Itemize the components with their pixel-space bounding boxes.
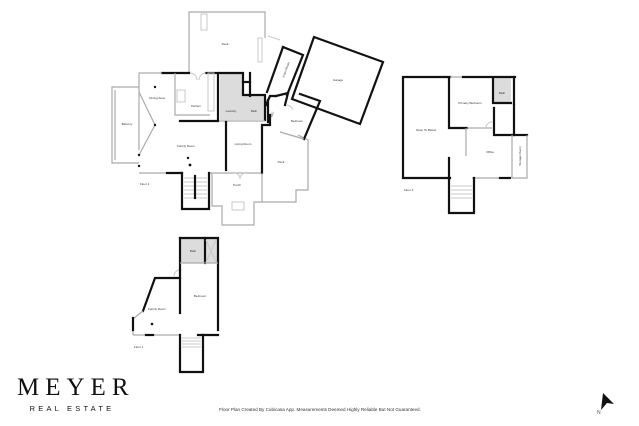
bath-floor xyxy=(242,96,264,120)
disclaimer-text: Floor Plan Created By Cubicasa App. Meas… xyxy=(219,407,421,412)
brand-logo: MEYER REAL ESTATE xyxy=(17,374,135,413)
storage-outline xyxy=(512,135,528,179)
room-label-dining: Dining Area xyxy=(149,96,165,100)
open-wall-outer xyxy=(401,75,452,180)
post xyxy=(153,85,157,89)
room-label-balcony: Balcony xyxy=(122,122,133,126)
bay-window xyxy=(138,91,156,156)
room-label-storage: Storage Room xyxy=(518,146,522,166)
floor-2-plan xyxy=(111,11,385,226)
column xyxy=(188,163,192,167)
room-label-porch: Porch xyxy=(233,183,241,187)
living-wall-right xyxy=(260,113,272,175)
north-label: N xyxy=(597,410,601,416)
post xyxy=(137,164,141,168)
brand-name: MEYER xyxy=(17,374,135,401)
room-label-wic: WIC xyxy=(269,110,275,118)
deck-outline xyxy=(188,11,266,74)
room-label-family: Family Room xyxy=(177,144,195,148)
room-label-office: Office xyxy=(486,150,494,154)
room-label-linen: Linen Room xyxy=(281,61,290,78)
room-label-kitchen: Kitchen xyxy=(191,104,201,108)
kitchen-counter xyxy=(207,72,215,112)
primary-door xyxy=(485,121,493,129)
floor-1-plan xyxy=(131,236,220,374)
bedroom-wall-right xyxy=(298,92,322,141)
floor1-wall-right xyxy=(178,236,220,332)
floor-2-label: Floor 2 xyxy=(140,182,150,186)
room-label-family-1: Family Room xyxy=(148,307,166,311)
room-label-bath-1: Bath xyxy=(190,249,197,253)
stairs1-treads xyxy=(182,337,201,348)
bath1-floor xyxy=(180,238,218,263)
post xyxy=(137,153,141,157)
linen-wall-left xyxy=(265,45,285,94)
brand-subtitle: REAL ESTATE xyxy=(29,404,115,413)
deck-bench xyxy=(257,37,263,63)
room-label-bedroom: Bedroom xyxy=(291,119,304,123)
kitchen-island-line xyxy=(174,73,210,116)
laundry-bath-wall xyxy=(217,71,267,122)
room-label-living: Living Room xyxy=(235,142,252,146)
closet-wall xyxy=(492,103,516,137)
floor-3-plan xyxy=(401,75,529,215)
garage-outline xyxy=(290,35,385,126)
stove xyxy=(176,89,186,103)
floor1-wall-top xyxy=(141,268,182,313)
porch-outline xyxy=(211,173,263,226)
bay-wall xyxy=(132,310,144,335)
deck-step xyxy=(267,35,281,41)
room-label-laundry: Laundry xyxy=(226,109,237,113)
room-label-bath: Bath xyxy=(251,109,258,113)
room-label-deck-2: Deck xyxy=(278,160,285,164)
bath3-wall xyxy=(491,76,513,105)
room-label-deck: Deck xyxy=(222,42,229,46)
stairs3-outline xyxy=(447,176,476,215)
bath3-floor xyxy=(494,78,511,103)
room-label-open-to-below: Open To Below xyxy=(416,128,437,132)
stairs3-treads xyxy=(451,185,472,199)
floor-3-label: Floor 3 xyxy=(404,188,414,192)
room-label-garage: Garage xyxy=(333,78,343,82)
north-arrow-icon: N xyxy=(597,393,614,416)
floor-2-labels: Deck Dining Area Kitchen Balcony Family … xyxy=(122,42,344,187)
bedroom-wall-bottom xyxy=(279,131,305,140)
porch-door xyxy=(233,172,247,180)
closet-x xyxy=(205,239,217,263)
bedroom-door xyxy=(285,104,294,111)
column xyxy=(150,322,154,326)
primary-wall-left xyxy=(447,76,469,130)
floor-1-label: Floor 1 xyxy=(134,345,144,349)
porch-steps xyxy=(231,201,245,211)
deck2-outline xyxy=(262,134,309,203)
laundry-floor xyxy=(220,74,242,120)
post xyxy=(186,156,190,160)
deck-feature xyxy=(200,13,208,31)
floor-3-labels: Open To Below Primary Bedroom Bath Offic… xyxy=(404,91,522,192)
floor-1-labels: Bath Bedroom Family Room Floor 1 xyxy=(134,249,207,349)
room-label-primary-bedroom: Primary Bedroom xyxy=(458,101,482,105)
kitchen-wall xyxy=(178,72,220,123)
linen-wall xyxy=(281,45,305,97)
stairs1-outline xyxy=(178,333,205,374)
room-label-bedroom-1: Bedroom xyxy=(194,294,207,298)
deck-door xyxy=(189,72,207,81)
stairs-outline xyxy=(180,171,211,211)
room-label-bath-3: Bath xyxy=(499,91,506,95)
balcony-outline xyxy=(111,86,139,164)
post xyxy=(153,123,157,127)
